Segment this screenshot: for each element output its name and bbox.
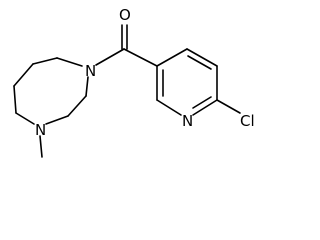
atom-label-pyridine-nitrogen: N — [182, 112, 193, 130]
bond-ring-n1-c1 — [56, 57, 83, 67]
atom-label-methyl-nitrogen: N — [35, 121, 46, 139]
bond-ring-c4-n2 — [15, 112, 35, 125]
bond-c-cl — [216, 99, 241, 114]
atom-label-amide-nitrogen: N — [85, 62, 96, 80]
bond-ring-n2-c5 — [45, 115, 69, 125]
structure-diagram: O N N N Cl — [13, 6, 255, 158]
bond-py-n-c2 — [156, 99, 182, 116]
bond-py-c3-c4 — [156, 48, 188, 67]
bond-py-c4-c5 — [186, 48, 218, 67]
atom-label-oxygen: O — [119, 6, 131, 24]
bond-n-carbonyl — [95, 48, 125, 66]
molecule-svg: O N N N Cl — [13, 6, 255, 158]
bond-n-methyl — [39, 135, 43, 158]
bond-ring-c3-c4 — [13, 85, 17, 114]
bond-ring-c5-c6 — [67, 95, 87, 117]
bond-py-c4-c5-inner — [187, 55, 212, 70]
bond-ring-c2-c3 — [13, 63, 34, 87]
atom-label-chlorine: Cl — [240, 112, 255, 130]
bond-py-c6-n — [192, 99, 218, 116]
bond-carbonyl-pyridine — [123, 48, 158, 67]
bond-py-c6-n-inner — [192, 96, 212, 109]
bond-ring-c1-c2 — [32, 57, 58, 65]
bond-ring-c6-n1 — [85, 76, 89, 97]
